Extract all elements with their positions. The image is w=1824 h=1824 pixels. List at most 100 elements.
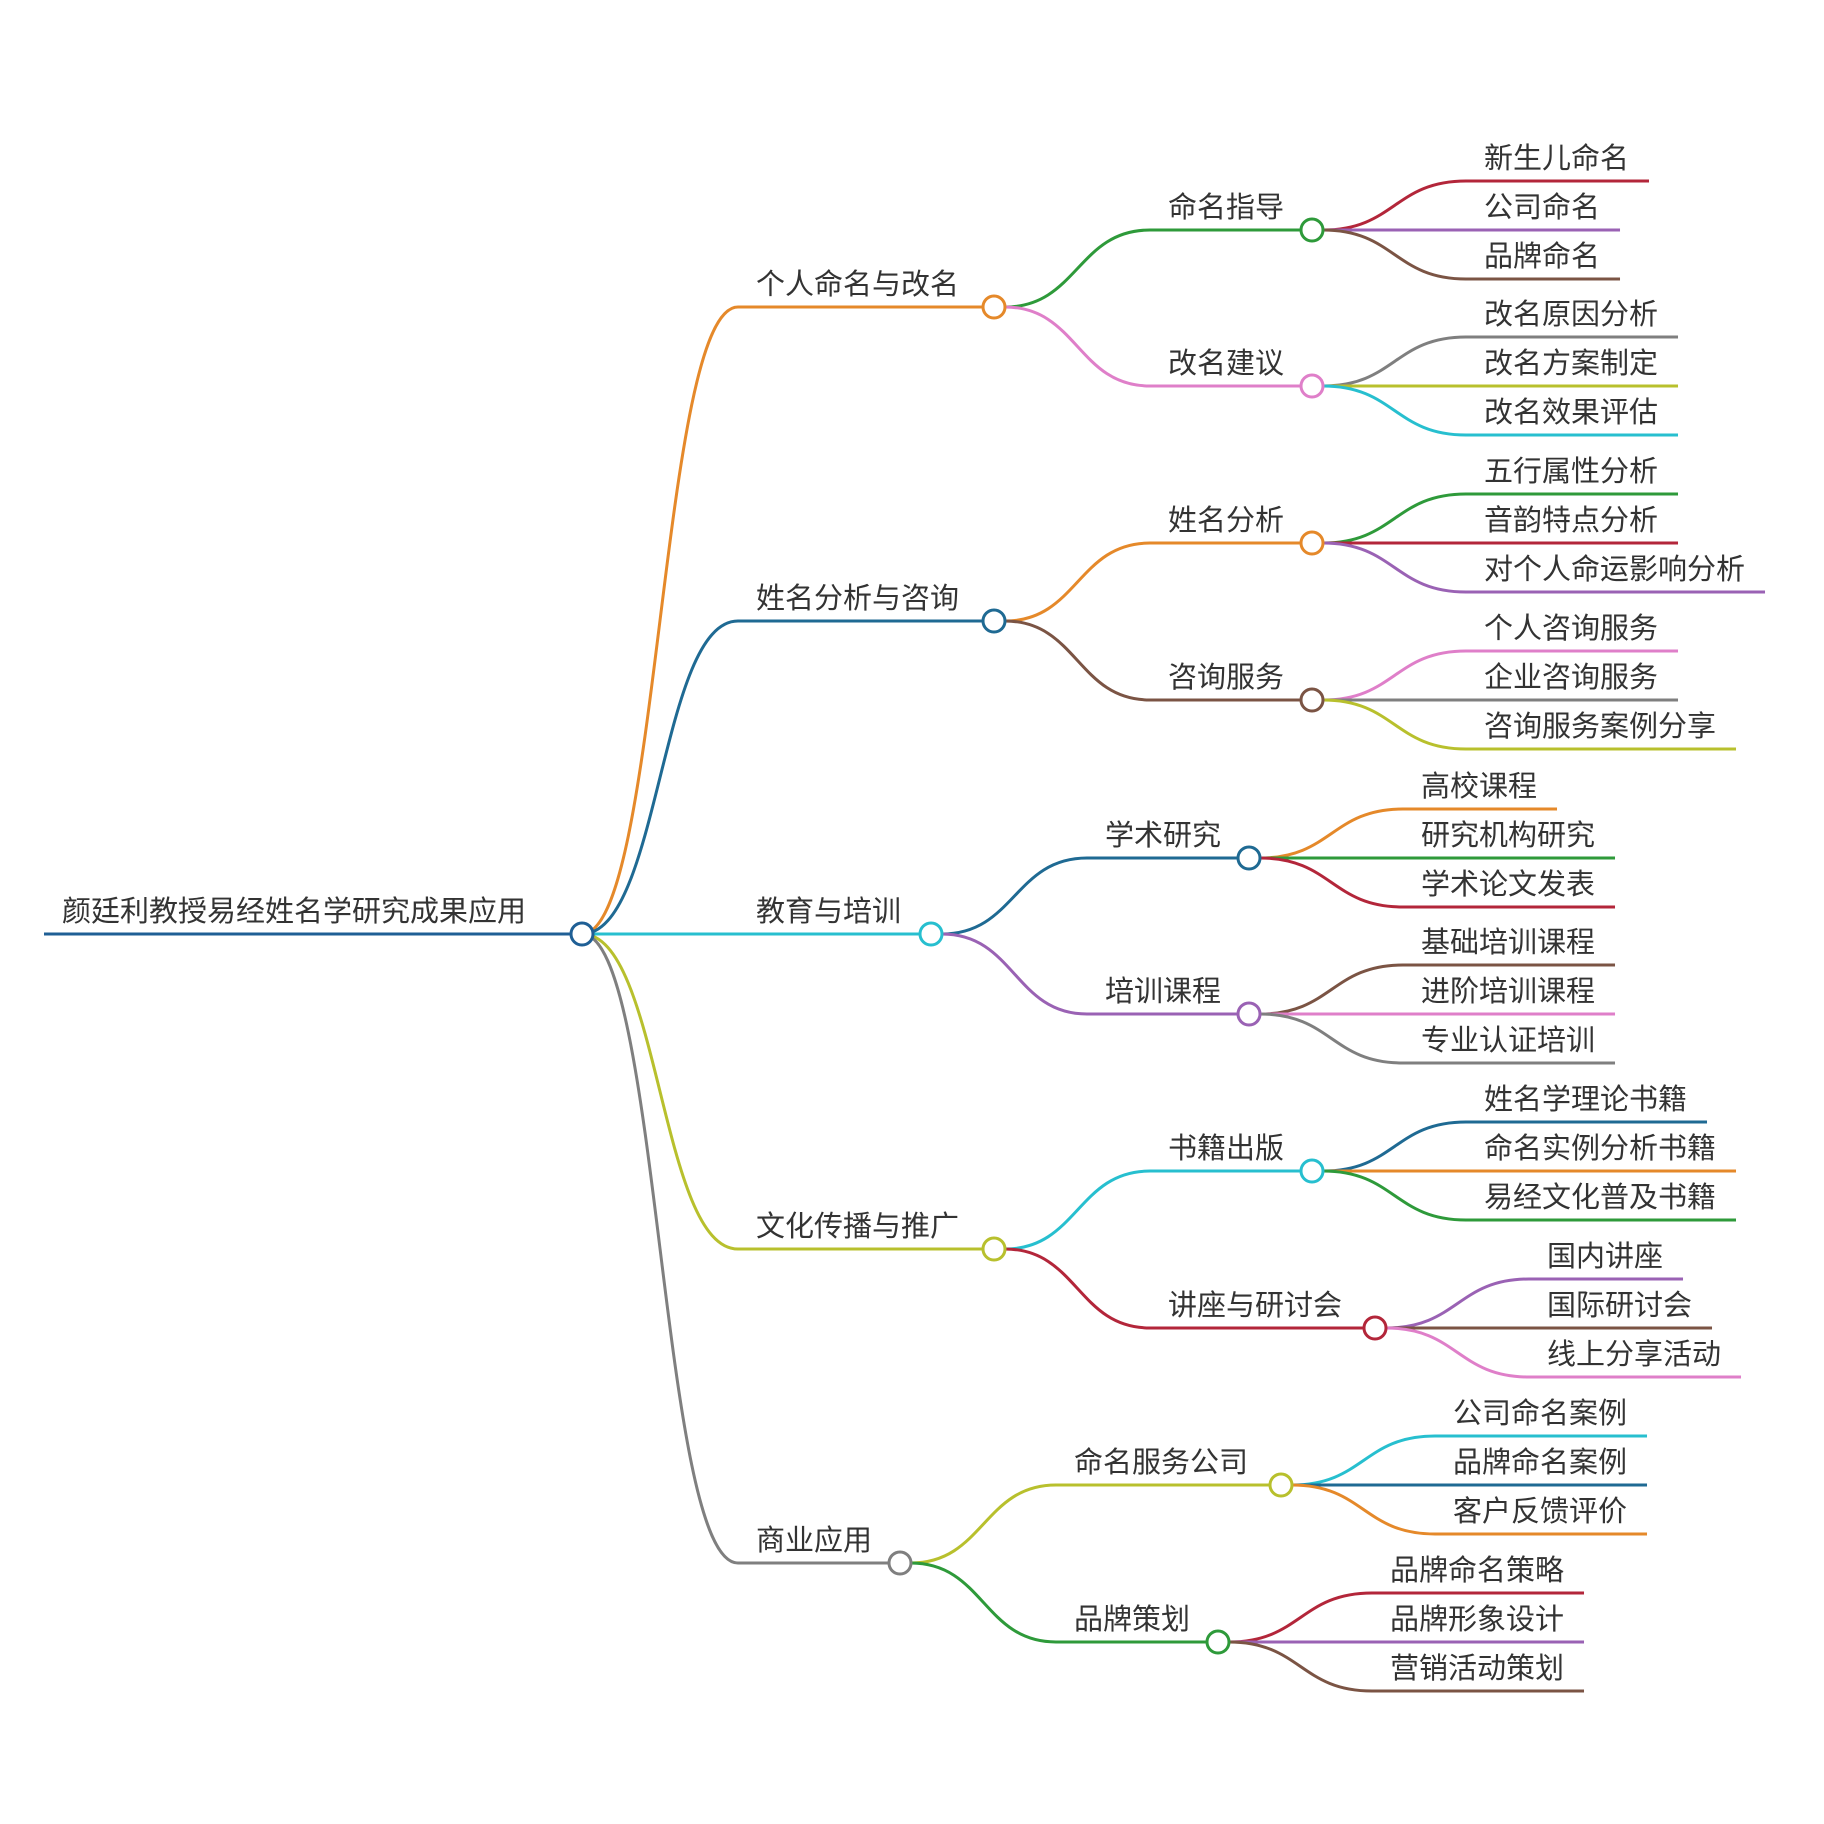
- branch-node[interactable]: [887, 1550, 913, 1576]
- subbranch-node[interactable]: [1236, 1001, 1262, 1027]
- leaf-label: 五行属性分析: [1484, 454, 1658, 488]
- subbranch-node[interactable]: [1299, 373, 1325, 399]
- leaf-label: 公司命名案例: [1453, 1396, 1627, 1430]
- subbranch-connector: [1004, 1169, 1151, 1251]
- branch-connector: [581, 932, 739, 1565]
- branch-label: 个人命名与改名: [756, 267, 959, 301]
- subbranch-label: 命名服务公司: [1074, 1445, 1248, 1479]
- branch-label: 教育与培训: [756, 894, 901, 928]
- subbranch-label: 品牌策划: [1074, 1602, 1190, 1636]
- mind-map-labels: 颜廷利教授易经姓名学研究成果应用 个人命名与改名 命名指导 新生儿命名公司命名品牌命名…: [62, 141, 1745, 1685]
- leaf-label: 品牌形象设计: [1390, 1602, 1564, 1636]
- subbranch-connector: [910, 1561, 1057, 1644]
- subbranch-node[interactable]: [1268, 1472, 1294, 1498]
- leaf-label: 改名方案制定: [1484, 346, 1658, 380]
- branch-node[interactable]: [981, 608, 1007, 634]
- subbranch-label: 学术研究: [1105, 818, 1221, 852]
- subbranch-node[interactable]: [1362, 1315, 1388, 1341]
- leaf-connector: [1385, 1277, 1530, 1330]
- leaf-connector: [1322, 179, 1467, 232]
- mind-map-underlines: [44, 179, 1766, 1693]
- branch-label: 商业应用: [756, 1523, 872, 1557]
- subbranch-connector: [1004, 228, 1151, 309]
- leaf-connector: [1291, 1434, 1436, 1487]
- leaf-connector: [1291, 1483, 1436, 1536]
- subbranch-connector: [910, 1483, 1057, 1565]
- leaf-connector: [1322, 649, 1467, 702]
- subbranch-connector: [941, 856, 1088, 936]
- subbranch-connector: [1004, 541, 1151, 623]
- branch-node[interactable]: [981, 294, 1007, 320]
- subbranch-node[interactable]: [1205, 1629, 1231, 1655]
- leaf-label: 专业认证培训: [1421, 1023, 1595, 1057]
- subbranch-connector: [1004, 1247, 1151, 1330]
- subbranch-connector: [941, 932, 1088, 1016]
- leaf-label: 进阶培训课程: [1421, 974, 1595, 1008]
- subbranch-label: 命名指导: [1168, 190, 1284, 224]
- leaf-connector: [1259, 856, 1404, 909]
- subbranch-node[interactable]: [1299, 1158, 1325, 1184]
- branch-connector: [581, 619, 739, 936]
- leaf-label: 音韵特点分析: [1484, 503, 1658, 537]
- leaf-label: 品牌命名: [1484, 239, 1600, 273]
- branch-connector: [581, 932, 739, 1251]
- leaf-label: 研究机构研究: [1421, 818, 1595, 852]
- branch-label: 文化传播与推广: [756, 1209, 959, 1243]
- subbranch-node[interactable]: [1236, 845, 1262, 871]
- branch-node[interactable]: [981, 1236, 1007, 1262]
- subbranch-label: 书籍出版: [1168, 1131, 1284, 1165]
- leaf-connector: [1322, 541, 1467, 594]
- subbranch-connector: [1004, 305, 1151, 388]
- subbranch-label: 咨询服务: [1168, 660, 1284, 694]
- leaf-label: 易经文化普及书籍: [1484, 1180, 1716, 1214]
- subbranch-label: 讲座与研讨会: [1168, 1288, 1342, 1322]
- leaf-connector: [1322, 698, 1467, 751]
- leaf-label: 基础培训课程: [1421, 925, 1595, 959]
- leaf-connector: [1322, 384, 1467, 437]
- subbranch-node[interactable]: [1299, 217, 1325, 243]
- leaf-label: 客户反馈评价: [1453, 1494, 1627, 1528]
- leaf-label: 营销活动策划: [1390, 1651, 1564, 1685]
- leaf-connector: [1322, 1169, 1467, 1222]
- leaf-connector: [1259, 1012, 1404, 1065]
- leaf-connector: [1228, 1640, 1373, 1693]
- leaf-connector: [1259, 807, 1404, 860]
- leaf-label: 品牌命名策略: [1390, 1553, 1564, 1587]
- branch-node[interactable]: [918, 921, 944, 947]
- leaf-label: 国际研讨会: [1547, 1288, 1692, 1322]
- branch-connector: [581, 305, 739, 936]
- leaf-label: 品牌命名案例: [1453, 1445, 1627, 1479]
- subbranch-node[interactable]: [1299, 687, 1325, 713]
- leaf-label: 命名实例分析书籍: [1484, 1131, 1716, 1165]
- leaf-connector: [1259, 963, 1404, 1016]
- leaf-label: 线上分享活动: [1547, 1337, 1721, 1371]
- leaf-label: 国内讲座: [1547, 1239, 1663, 1273]
- leaf-connector: [1322, 228, 1467, 281]
- mind-map-edges: [581, 179, 1530, 1693]
- leaf-label: 企业咨询服务: [1484, 660, 1658, 694]
- leaf-label: 公司命名: [1484, 190, 1600, 224]
- leaf-connector: [1322, 335, 1467, 388]
- leaf-connector: [1322, 1120, 1467, 1173]
- leaf-connector: [1385, 1326, 1530, 1379]
- subbranch-label: 培训课程: [1105, 974, 1221, 1008]
- leaf-connector: [1322, 492, 1467, 545]
- leaf-label: 改名效果评估: [1484, 395, 1658, 429]
- leaf-connector: [1228, 1591, 1373, 1644]
- subbranch-label: 改名建议: [1168, 346, 1284, 380]
- subbranch-connector: [1004, 619, 1151, 702]
- leaf-label: 改名原因分析: [1484, 297, 1658, 331]
- leaf-label: 新生儿命名: [1484, 141, 1629, 175]
- branch-label: 姓名分析与咨询: [756, 581, 959, 615]
- root-title: 颜廷利教授易经姓名学研究成果应用: [62, 894, 526, 928]
- subbranch-label: 姓名分析: [1168, 503, 1284, 537]
- leaf-label: 个人咨询服务: [1484, 611, 1658, 645]
- mind-map-nodes: [569, 217, 1388, 1655]
- leaf-label: 姓名学理论书籍: [1484, 1082, 1687, 1116]
- subbranch-node[interactable]: [1299, 530, 1325, 556]
- root-node[interactable]: [569, 921, 595, 947]
- leaf-label: 学术论文发表: [1421, 867, 1595, 901]
- leaf-label: 咨询服务案例分享: [1484, 709, 1716, 743]
- leaf-label: 对个人命运影响分析: [1484, 552, 1745, 586]
